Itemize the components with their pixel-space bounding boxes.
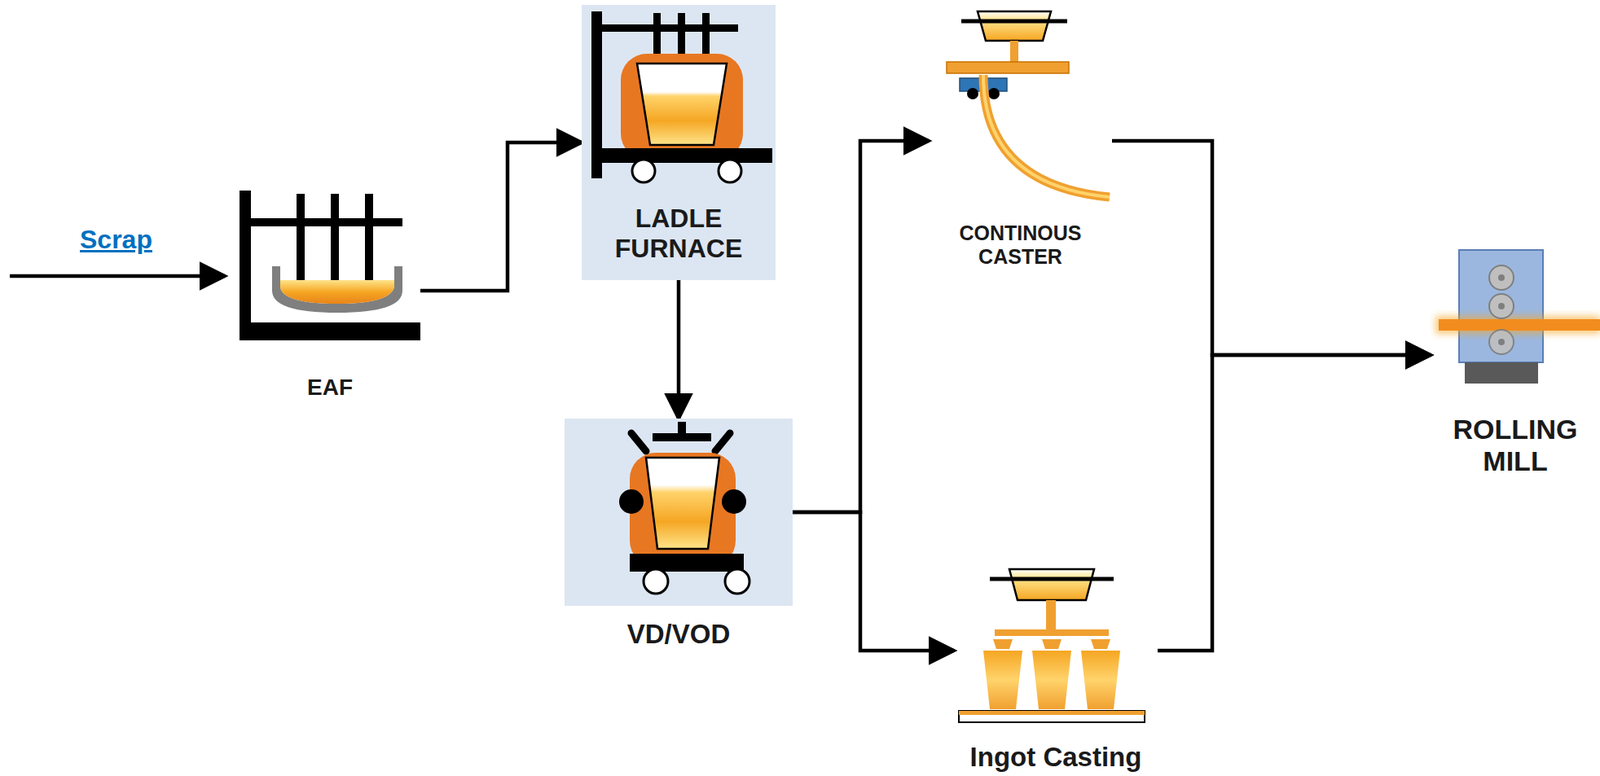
vd-vod-node: VD/VOD [564, 418, 793, 654]
icon-path [1090, 639, 1111, 650]
node-label: LADLE FURNACE [581, 203, 776, 264]
icon-rect [629, 452, 736, 568]
icon-path [983, 74, 1110, 198]
icon-rect [946, 61, 1069, 74]
icon-rect [239, 218, 403, 227]
icon-rect [1046, 600, 1056, 630]
flow-arrow [1157, 355, 1431, 651]
icon-circle [643, 569, 669, 594]
flow-arrow [792, 140, 929, 513]
icon-rect [994, 629, 1109, 637]
icon-path [977, 11, 1051, 41]
icon-rect [958, 711, 1145, 716]
icon-path [646, 457, 720, 550]
node-label: EAF [239, 374, 421, 401]
icon-circle [1489, 265, 1514, 291]
flow-arrow [420, 142, 582, 291]
icon-rect [239, 190, 251, 335]
icon-rect [1010, 40, 1019, 64]
icon-path [1081, 650, 1121, 710]
icon-rect [677, 421, 686, 439]
icon-line [961, 19, 1068, 24]
node-label: Ingot Casting [953, 742, 1158, 774]
icon-rect [591, 148, 773, 163]
icon-path [1009, 569, 1095, 601]
icon-rect [620, 53, 743, 160]
icon-rect [591, 24, 739, 32]
icon-rect [330, 193, 339, 286]
caster-icon [928, 9, 1113, 206]
rolling-mill-icon [1430, 244, 1600, 387]
flow-arrow [792, 512, 954, 651]
node-label: ROLLING MILL [1430, 413, 1600, 478]
icon-path [983, 74, 1110, 198]
ladle-furnace-icon [581, 4, 776, 193]
icon-circle [1489, 329, 1514, 355]
input-label: Scrap [79, 224, 153, 255]
node-label: VD/VOD [564, 619, 793, 651]
icon-path [280, 280, 395, 304]
icon-rect [1438, 319, 1600, 331]
icon-rect [1464, 362, 1539, 384]
icon-rect [1459, 250, 1543, 363]
icon-line [715, 433, 730, 452]
icon-line [9, 274, 225, 279]
ladle-furnace-box: LADLE FURNACE [581, 4, 776, 281]
icon-circle [967, 87, 979, 100]
icon-circle [632, 159, 655, 183]
rolling-mill-node: ROLLING MILL [1430, 244, 1600, 481]
vd-vod-icon [564, 418, 793, 608]
icon-path [272, 266, 403, 313]
flow-arrow [676, 280, 682, 419]
ingot-icon [953, 566, 1158, 738]
icon-circle [988, 87, 1000, 100]
icon-rect [564, 418, 793, 607]
icon-line [631, 433, 647, 452]
icon-circle [1498, 338, 1505, 346]
icon-path [637, 63, 727, 146]
icon-path [993, 639, 1013, 650]
icon-circle [1489, 294, 1514, 319]
continuous-caster-node: CONTINOUS CASTER [928, 9, 1113, 279]
icon-path [983, 650, 1023, 710]
icon-path [1041, 639, 1062, 650]
icon-circle [1498, 274, 1505, 282]
ingot-casting-node: Ingot Casting [953, 566, 1158, 775]
icon-rect [364, 193, 374, 286]
icon-line [989, 577, 1114, 582]
icon-rect [958, 711, 1145, 723]
icon-rect [1435, 316, 1600, 335]
node-label: CONTINOUS CASTER [928, 221, 1113, 269]
icon-circle [725, 569, 750, 594]
flow-arrow [1112, 140, 1431, 356]
icon-rect [296, 193, 305, 286]
icon-rect [629, 553, 744, 572]
icon-circle [718, 159, 742, 183]
eaf-node: EAF [239, 189, 421, 409]
icon-rect [239, 322, 421, 341]
icon-path [1032, 650, 1072, 710]
eaf-icon [239, 189, 421, 344]
icon-circle [721, 489, 747, 515]
icon-circle [619, 489, 644, 515]
icon-circle [1498, 303, 1505, 310]
